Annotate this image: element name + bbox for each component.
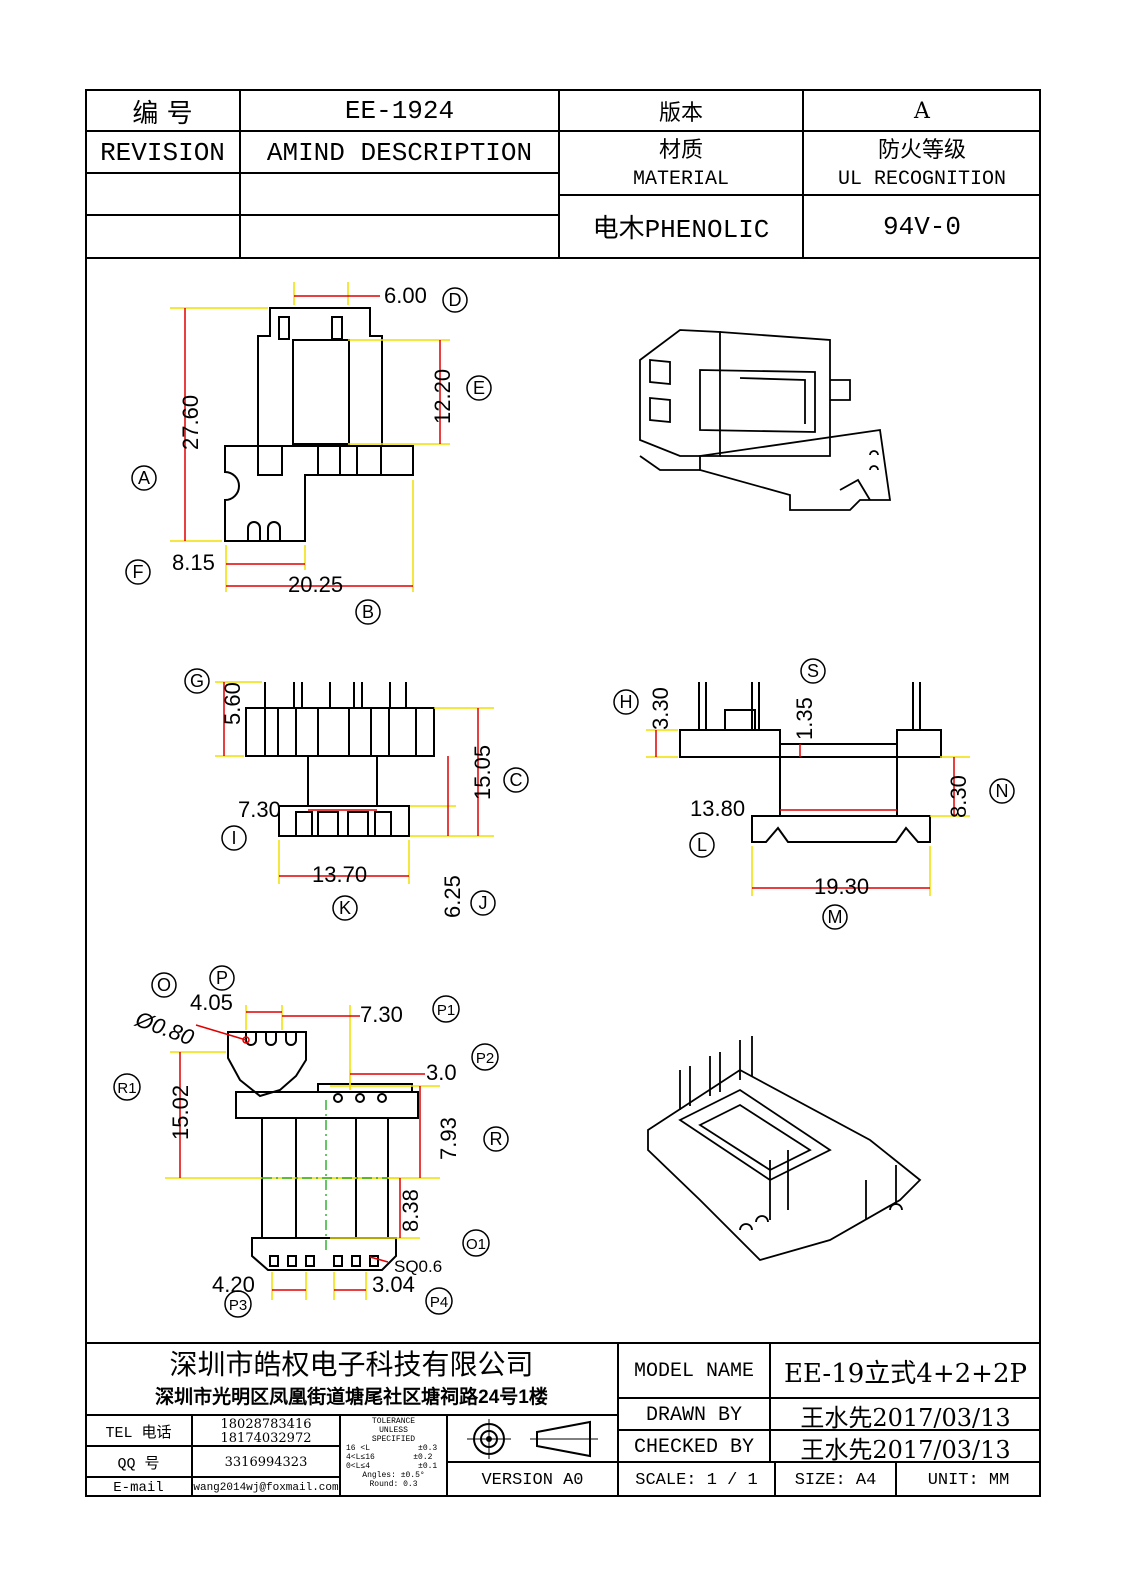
label-J: J — [479, 893, 488, 913]
label-E: E — [473, 378, 485, 398]
version-value: A — [914, 98, 930, 124]
version-label: 版本 — [658, 101, 703, 126]
email-label: E-mail — [113, 1480, 164, 1496]
label-H: H — [620, 692, 633, 712]
label-D: D — [449, 290, 462, 310]
tolerance-block: TOLERANCE UNLESS SPECIFIED 16 <L ±0.3 4<… — [342, 1417, 445, 1497]
size-value: SIZE: A4 — [794, 1471, 877, 1490]
front-view — [245, 682, 435, 837]
label-S: S — [807, 661, 819, 681]
dim-3.0: 3.0 — [426, 1060, 457, 1085]
tolerance-line-5: Round: 0.3 — [369, 1480, 418, 1489]
dim-7.30-bottom: 7.30 — [360, 1002, 403, 1027]
drawn-label: DRAWN BY — [645, 1403, 742, 1427]
dim-8.38: 8.38 — [398, 1189, 423, 1232]
qq-value: 3316994323 — [224, 1455, 308, 1470]
material-label-en: MATERIAL — [632, 167, 729, 191]
label-R1: R1 — [117, 1080, 136, 1097]
dim-27.60: 27.60 — [178, 395, 203, 450]
label-P2: P2 — [476, 1050, 494, 1067]
label-G: G — [190, 671, 204, 691]
model-label: MODEL NAME — [633, 1360, 755, 1383]
email-value: wang2014wj@foxmail.com — [193, 1482, 339, 1494]
company-name: 深圳市皓权电子科技有限公司 — [169, 1348, 534, 1381]
tolerance-title-2: UNLESS — [379, 1426, 408, 1435]
material-label-cn: 材质 — [658, 138, 703, 163]
bottom-view — [227, 1031, 419, 1271]
dim-5.60: 5.60 — [220, 682, 245, 725]
label-P3: P3 — [229, 1297, 247, 1314]
label-N: N — [996, 781, 1009, 801]
dim-7.30-front: 7.30 — [238, 797, 281, 822]
qq-label: QQ 号 — [117, 1456, 160, 1473]
dim-8.30: 8.30 — [946, 775, 971, 818]
dim-4.20: 4.20 — [212, 1272, 255, 1297]
company-address: 深圳市光明区凤凰街道塘尾社区塘祠路24号1楼 — [155, 1386, 548, 1408]
label-F: F — [133, 562, 144, 582]
dim-6.00: 6.00 — [384, 283, 427, 308]
label-R: R — [490, 1129, 503, 1149]
code-label: 编 号 — [132, 98, 193, 129]
dim-12.20: 12.20 — [430, 369, 455, 424]
drawing-frame — [85, 89, 1041, 1497]
tolerance-line-2: 4<L≤16 ±0.2 — [346, 1453, 433, 1462]
checked-value: 王水先2017/03/13 — [800, 1435, 1011, 1464]
ul-label-en: UL RECOGNITION — [837, 167, 1007, 191]
tolerance-line-1: 16 <L ±0.3 — [346, 1444, 438, 1453]
model-value: EE-19立式4+2+2P — [783, 1359, 1027, 1389]
code-value: EE-1924 — [344, 96, 455, 126]
label-O1: O1 — [466, 1236, 486, 1253]
label-I: I — [231, 828, 236, 848]
scale-value: SCALE: 1 / 1 — [635, 1471, 758, 1490]
drawn-value: 王水先2017/03/13 — [800, 1403, 1011, 1432]
label-A: A — [138, 468, 150, 488]
dim-sq0.6: SQ0.6 — [394, 1257, 442, 1276]
tel-value-1: 18028783416 — [220, 1417, 312, 1432]
dim-3.04: 3.04 — [372, 1272, 415, 1297]
dim-15.05: 15.05 — [470, 745, 495, 800]
ul-value: 94V-0 — [882, 211, 961, 242]
label-P: P — [216, 968, 228, 988]
dim-3.30: 3.30 — [648, 687, 673, 730]
isometric-view-bottom — [647, 1036, 922, 1262]
dim-4.05: 4.05 — [190, 990, 233, 1015]
revision-label: REVISION — [100, 138, 225, 168]
checked-label: CHECKED BY — [633, 1435, 755, 1459]
isometric-view-top — [639, 329, 892, 511]
dim-13.80: 13.80 — [690, 796, 745, 821]
dim-1.35: 1.35 — [792, 697, 817, 740]
description-label: AMIND DESCRIPTION — [266, 138, 533, 168]
label-C: C — [510, 770, 523, 790]
label-O: O — [157, 975, 171, 995]
tel-label: TEL 电话 — [105, 1425, 172, 1442]
ul-label-cn: 防火等级 — [877, 138, 966, 163]
label-K: K — [339, 898, 351, 918]
tolerance-line-4: Angles: ±0.5° — [362, 1471, 425, 1480]
label-P4: P4 — [430, 1294, 448, 1311]
unit-value: UNIT: MM — [927, 1471, 1010, 1490]
label-M: M — [828, 907, 843, 927]
dim-6.25: 6.25 — [440, 875, 465, 918]
label-B: B — [362, 602, 374, 622]
tolerance-line-3: 0<L≤4 ±0.1 — [346, 1462, 438, 1471]
dim-15.02: 15.02 — [168, 1085, 193, 1140]
tel-value-2: 18174032972 — [220, 1431, 312, 1446]
dim-8.15: 8.15 — [172, 550, 215, 575]
dim-13.70: 13.70 — [312, 862, 367, 887]
dim-19.30: 19.30 — [814, 874, 869, 899]
dim-20.25: 20.25 — [288, 572, 343, 597]
material-value: 电木PHENOLIC — [592, 215, 770, 245]
tolerance-title-1: TOLERANCE — [371, 1417, 416, 1426]
top-view — [224, 307, 414, 542]
label-L: L — [697, 835, 707, 855]
label-P1: P1 — [437, 1002, 455, 1019]
tolerance-title-3: SPECIFIED — [371, 1435, 416, 1444]
version-code: VERSION A0 — [481, 1471, 584, 1490]
dim-7.93: 7.93 — [436, 1117, 461, 1160]
